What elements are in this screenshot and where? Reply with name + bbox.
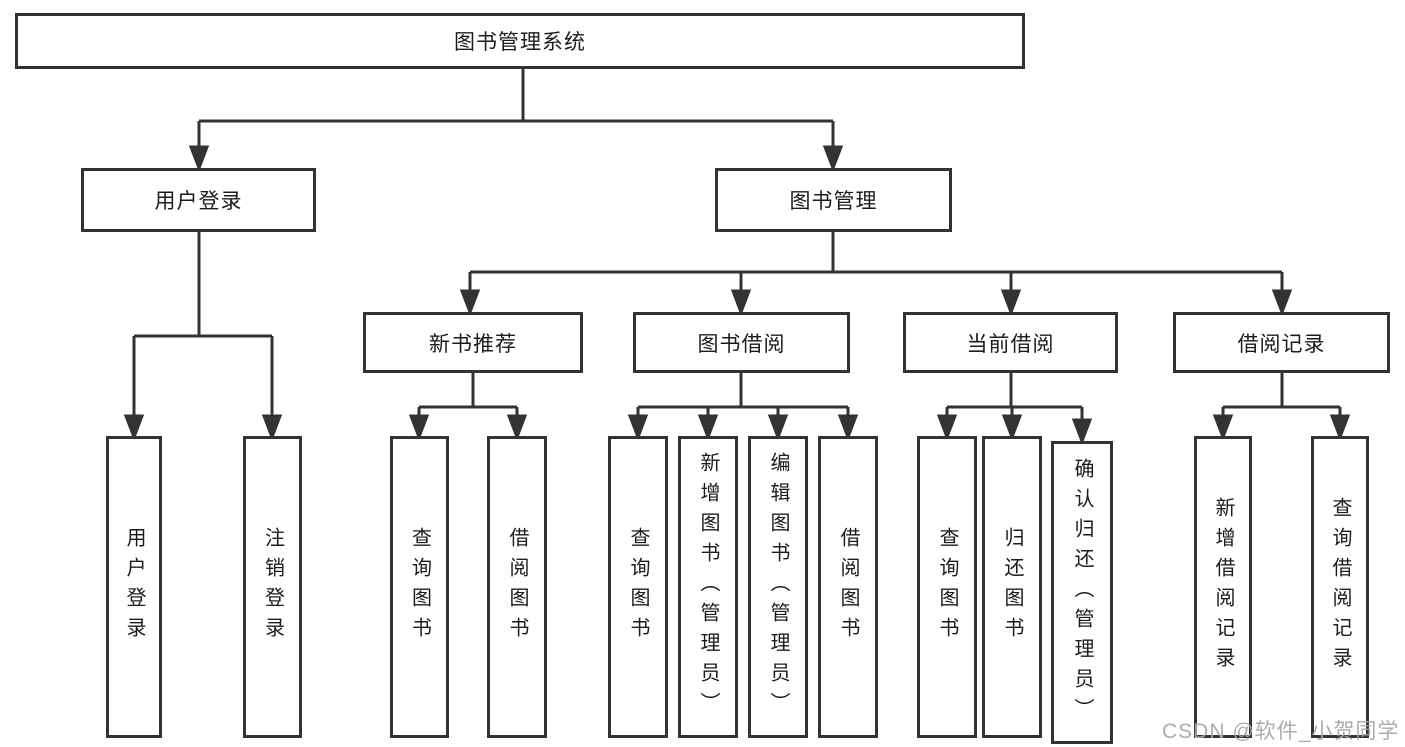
edges-current-borrow-to-leaves	[936, 373, 1093, 446]
leaf-query-borrow-record: 查询借阅记录	[1311, 436, 1369, 738]
node-new-book-recommend: 新书推荐	[363, 312, 583, 373]
leaf-query-books: 查询图书	[608, 436, 668, 738]
edges-root-to-level2	[188, 68, 844, 173]
leaf-logout: 注销登录	[243, 436, 302, 738]
edges-book-borrow-to-leaves	[627, 373, 859, 442]
leaf-user-login: 用户登录	[106, 436, 162, 738]
node-label: 查询图书	[627, 527, 649, 647]
node-label: 图书借阅	[697, 332, 786, 356]
edges-borrow-records-to-leaves	[1212, 373, 1351, 442]
csdn-watermark: CSDN @软件_小贺同学	[1162, 720, 1400, 743]
node-label: 用户登录	[123, 527, 145, 647]
leaf-add-borrow-record: 新增借阅记录	[1194, 436, 1252, 738]
node-label: 借阅图书	[506, 527, 528, 647]
node-label: 借阅记录	[1237, 332, 1326, 356]
node-label: 图书管理系统	[454, 31, 586, 54]
node-label: 归还图书	[1001, 527, 1023, 647]
leaf-borrow-books: 借阅图书	[818, 436, 878, 738]
node-user-login: 用户登录	[81, 168, 316, 232]
node-label: 编辑图书（管理员）	[767, 452, 789, 722]
leaf-query-books: 查询图书	[390, 436, 449, 738]
node-borrowing-records: 借阅记录	[1173, 312, 1390, 373]
leaf-return-book: 归还图书	[982, 436, 1042, 738]
leaf-confirm-return-admin: 确认归还（管理员）	[1051, 441, 1113, 744]
node-label: 新增图书（管理员）	[697, 452, 719, 722]
node-book-management: 图书管理	[715, 168, 952, 232]
node-label: 借阅图书	[837, 527, 859, 647]
node-label: 用户登录	[154, 190, 243, 213]
node-label: 查询借阅记录	[1329, 497, 1351, 677]
node-label: 图书管理	[789, 190, 878, 213]
node-library-management-system: 图书管理系统	[15, 13, 1025, 69]
node-label: 新增借阅记录	[1212, 497, 1234, 677]
node-label: 注销登录	[261, 527, 284, 647]
leaf-edit-book-admin: 编辑图书（管理员）	[748, 436, 808, 738]
edges-user-login-to-leaves	[123, 232, 283, 442]
edges-book-mgmt-to-level3	[459, 232, 1293, 317]
leaf-borrow-books: 借阅图书	[487, 436, 547, 738]
node-label: 确认归还（管理员）	[1071, 457, 1093, 728]
node-label: 新书推荐	[429, 332, 517, 356]
node-label: 当前借阅	[966, 332, 1055, 356]
leaf-add-book-admin: 新增图书（管理员）	[678, 436, 738, 738]
node-book-borrowing: 图书借阅	[633, 312, 850, 373]
node-label: 查询图书	[408, 527, 431, 647]
edges-new-book-to-leaves	[408, 373, 528, 442]
leaf-query-books: 查询图书	[917, 436, 977, 738]
node-current-borrowing: 当前借阅	[903, 312, 1118, 373]
node-label: 查询图书	[936, 527, 958, 647]
